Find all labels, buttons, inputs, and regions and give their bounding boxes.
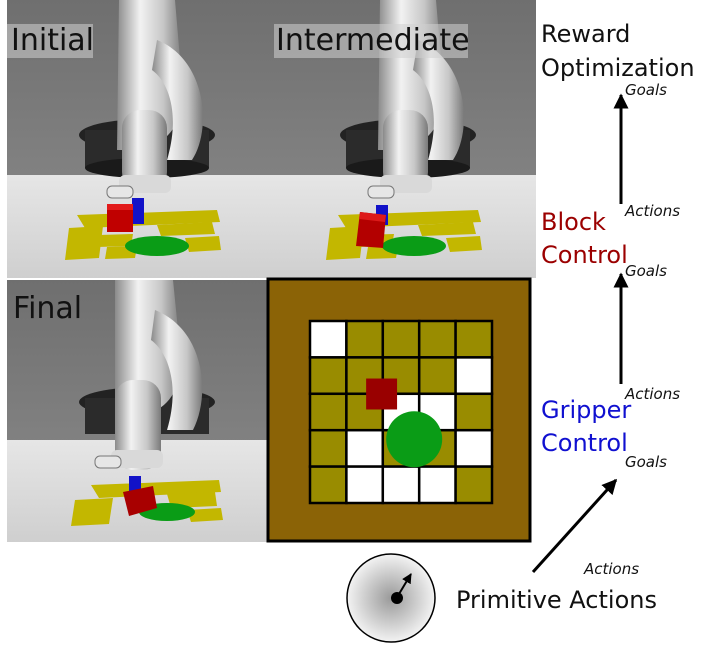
grid-cell [345,319,385,359]
gripper-finger [132,198,144,224]
arrow-up-icon [531,478,618,574]
level-block-control: Block Control [541,208,628,269]
goal-marker [382,236,446,256]
actions-label-gripper: Actions [624,385,680,403]
panel-title-final: Final [13,291,82,326]
goals-label-block: Goals [625,262,667,280]
block-label-line1: Block [541,208,606,236]
grid-cell [417,356,457,396]
grid-cell [417,465,457,505]
gripper-label-line2: Control [541,429,628,457]
grid-cell [308,319,348,359]
level-gripper-control: Gripper Control [541,396,631,457]
grid-map [266,277,532,543]
grid-block [366,378,398,410]
panel-intermediate: Intermediate [267,0,537,279]
grid-cell [345,428,385,468]
panel-title-intermediate: Intermediate [276,23,470,58]
goals-label-top: Goals [625,81,667,99]
reward-label-line2: Optimization [541,54,695,82]
grid-cells [308,319,494,505]
grid-cell [454,392,494,432]
goals-label-gripper: Goals [625,453,667,471]
grid-cell [308,392,348,432]
primitive-actions-label: Primitive Actions [456,586,657,614]
grid-cell [345,465,385,505]
panel-initial: Initial [6,0,276,279]
panel-final: Final [7,280,268,542]
primitive-actions: Primitive Actions [346,553,657,643]
panel-title-initial: Initial [11,23,94,58]
grid-cell [308,356,348,396]
actions-label-block: Actions [624,202,680,220]
gripper-label-line1: Gripper [541,396,631,424]
actions-label-primitive: Actions [583,560,639,578]
block [123,486,157,516]
grid-cell [454,319,494,359]
grid-cell [454,356,494,396]
level-reward-optimization: Reward Optimization [541,20,695,82]
grid-cell [381,319,421,359]
grid-cell [308,465,348,505]
grid-cell [417,319,457,359]
grid-cell [454,428,494,468]
grid-cell [345,392,385,432]
grid-cell [308,428,348,468]
grid-cell [381,465,421,505]
grid-cell [454,465,494,505]
goal-marker [125,236,189,256]
block-label-line2: Control [541,241,628,269]
grid-goal [386,411,443,468]
reward-label-line1: Reward [541,20,630,48]
